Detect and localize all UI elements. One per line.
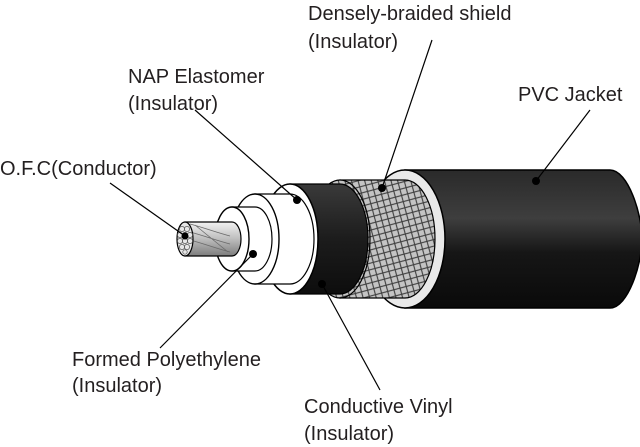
vinyl-label-sub: (Insulator) xyxy=(304,423,394,445)
conductor-dot xyxy=(181,232,189,240)
elastomer-leader xyxy=(194,109,298,201)
elastomer-dot xyxy=(293,196,301,204)
polyethylene-dot xyxy=(249,250,257,258)
elastomer-label-sub: (Insulator) xyxy=(128,93,218,115)
conductor-label: O.F.C(Conductor) xyxy=(0,158,157,180)
vinyl-dot xyxy=(318,280,326,288)
jacket-dot xyxy=(532,177,540,185)
jacket-label: PVC Jacket xyxy=(518,84,623,106)
leader-lines xyxy=(109,39,591,391)
shield-label: Densely-braided shield xyxy=(308,3,511,25)
labels: Densely-braided shield (Insulator) NAP E… xyxy=(0,3,623,445)
conductor-leader xyxy=(109,182,186,237)
vinyl-label: Conductive Vinyl xyxy=(304,396,453,418)
shield-leader xyxy=(381,39,433,189)
shield-dot xyxy=(378,184,386,192)
elastomer-label: NAP Elastomer xyxy=(128,66,265,88)
polyethylene-leader xyxy=(159,253,254,349)
ofc-conductor xyxy=(176,221,242,257)
shield-label-sub: (Insulator) xyxy=(308,31,398,53)
vinyl-leader xyxy=(321,283,381,391)
polyethylene-label-sub: (Insulator) xyxy=(72,375,162,397)
jacket-leader xyxy=(535,109,591,182)
polyethylene-label: Formed Polyethylene xyxy=(72,349,261,371)
